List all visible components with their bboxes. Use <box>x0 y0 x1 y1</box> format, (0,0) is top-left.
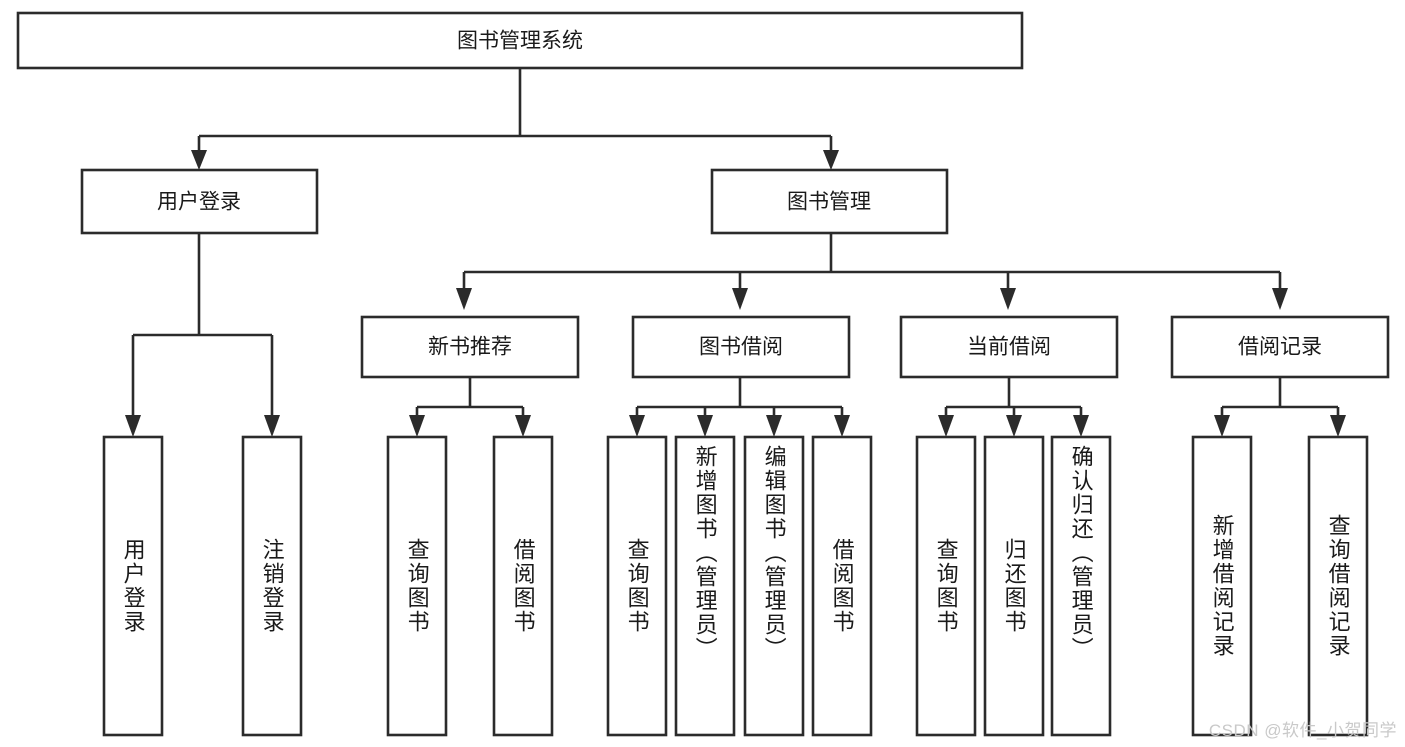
leaf-query-book-1-box[interactable] <box>386 435 448 737</box>
arrow-to-leaf-return-book <box>1006 415 1022 437</box>
leaf-query-book-3-box[interactable] <box>915 435 977 737</box>
connector-layer <box>125 68 1346 437</box>
arrow-to-book-management <box>823 150 839 170</box>
leaf-borrow-book-1-box[interactable] <box>492 435 554 737</box>
leaf-add-book-box[interactable] <box>674 435 736 737</box>
node-root-label: 图书管理系统 <box>457 30 583 53</box>
node-book-borrow-box[interactable] <box>631 315 851 379</box>
node-book-management-label: 图书管理 <box>787 191 871 214</box>
leaf-query-book-2-box[interactable] <box>606 435 668 737</box>
leaf-borrow-book-2-box[interactable] <box>811 435 873 737</box>
arrow-to-leaf-query-record <box>1330 415 1346 437</box>
arrow-to-leaf-add-record <box>1214 415 1230 437</box>
arrow-to-new-book-recommend <box>456 288 472 310</box>
node-root[interactable]: 图书管理系统 <box>16 11 1024 70</box>
node-new-book-recommend[interactable]: 新书推荐 <box>360 315 580 379</box>
arrow-to-leaf-confirm-return <box>1073 415 1089 437</box>
arrow-to-book-borrow <box>732 288 748 310</box>
node-user-login-box[interactable] <box>80 168 319 235</box>
leaf-query-record-box[interactable] <box>1307 435 1369 737</box>
arrow-to-current-borrow <box>1000 288 1016 310</box>
leaf-edit-book-box[interactable] <box>743 435 805 737</box>
node-current-borrow-label: 当前借阅 <box>967 336 1051 359</box>
node-current-borrow[interactable]: 当前借阅 <box>899 315 1119 379</box>
leaf-add-record-box[interactable] <box>1191 435 1253 737</box>
arrow-to-leaf-user-login <box>125 415 141 437</box>
node-book-borrow-label: 图书借阅 <box>699 336 783 359</box>
arrow-to-leaf-query-book-3 <box>938 415 954 437</box>
arrow-to-leaf-borrow-book-1 <box>515 415 531 437</box>
arrow-to-leaf-edit-book <box>766 415 782 437</box>
csdn-watermark: CSDN @软件_小贺同学 <box>1208 721 1397 740</box>
arrow-to-leaf-query-book-2 <box>629 415 645 437</box>
leaf-return-book-box[interactable] <box>983 435 1045 737</box>
node-root-box[interactable] <box>16 11 1024 70</box>
leaf-user-logout-box[interactable] <box>241 435 303 737</box>
node-book-management[interactable]: 图书管理 <box>710 168 949 235</box>
arrow-to-user-login <box>191 150 207 170</box>
leaf-confirm-return-box[interactable] <box>1050 435 1112 737</box>
node-new-book-recommend-label: 新书推荐 <box>428 336 512 359</box>
node-book-management-box[interactable] <box>710 168 949 235</box>
arrow-to-leaf-query-book-1 <box>409 415 425 437</box>
node-current-borrow-box[interactable] <box>899 315 1119 379</box>
leaf-user-login-box[interactable] <box>102 435 164 737</box>
node-borrow-record-label: 借阅记录 <box>1238 336 1322 359</box>
node-book-borrow[interactable]: 图书借阅 <box>631 315 851 379</box>
node-user-login[interactable]: 用户登录 <box>80 168 319 235</box>
node-borrow-record[interactable]: 借阅记录 <box>1170 315 1390 379</box>
arrow-to-leaf-add-book <box>697 415 713 437</box>
arrow-to-leaf-borrow-book-2 <box>834 415 850 437</box>
arrow-to-borrow-record <box>1272 288 1288 310</box>
arrow-to-leaf-user-logout <box>264 415 280 437</box>
node-new-book-recommend-box[interactable] <box>360 315 580 379</box>
node-borrow-record-box[interactable] <box>1170 315 1390 379</box>
leaf-box-layer <box>102 435 1369 737</box>
node-user-login-label: 用户登录 <box>157 191 241 214</box>
